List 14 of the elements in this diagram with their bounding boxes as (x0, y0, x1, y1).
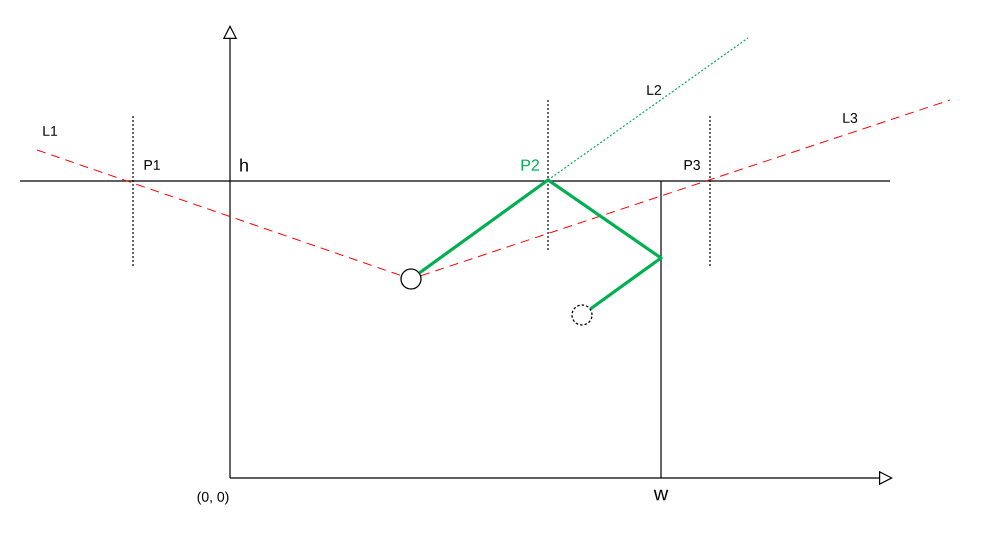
point-label: L1 (43, 126, 58, 136)
point-label: L3 (843, 113, 858, 123)
point-label: (0, 0) (198, 491, 228, 504)
point-label: P3 (684, 160, 700, 170)
circle-marker (400, 268, 422, 290)
point-label: h (240, 158, 248, 172)
ray-line (418, 178, 663, 310)
circle-marker (571, 304, 593, 326)
point-label: w (654, 490, 668, 500)
ray-line (36, 150, 402, 276)
point-label: P2 (522, 159, 539, 171)
point-label: P1 (144, 160, 160, 170)
ray-line (420, 100, 950, 276)
point-label: L2 (647, 85, 662, 95)
